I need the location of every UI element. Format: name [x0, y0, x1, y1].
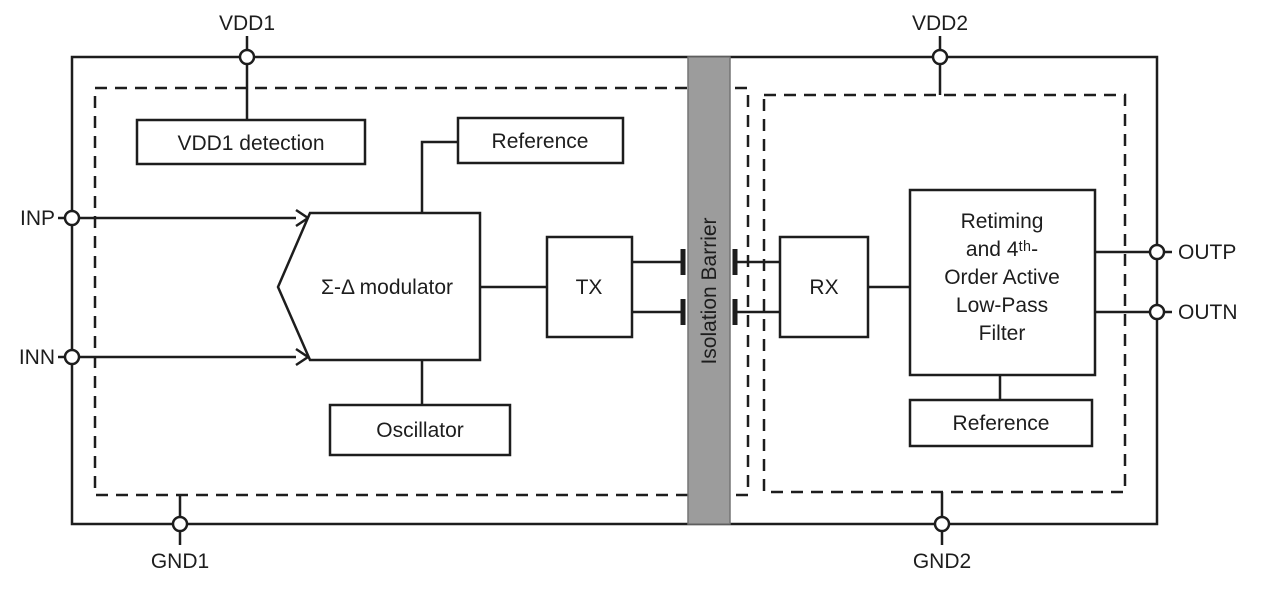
vdd1-detection-block	[135, 118, 367, 166]
pin-outp	[1148, 243, 1166, 261]
tx-label: TX	[576, 276, 603, 299]
pin-label-gnd2: GND2	[913, 550, 971, 573]
pin-gnd2	[933, 515, 951, 533]
rx-block	[778, 235, 870, 339]
isolation-barrier-bar	[687, 56, 731, 525]
wire-modulator-reference	[420, 140, 458, 213]
pin-label-outn: OUTN	[1178, 301, 1238, 324]
pin-vdd1	[238, 48, 256, 66]
right-domain-dashed-boundary	[762, 93, 1127, 494]
tx-block	[545, 235, 634, 339]
reference-left-block	[456, 116, 625, 165]
isolation-barrier-label: Isolation Barrier	[698, 217, 721, 364]
pin-outn	[1148, 303, 1166, 321]
reference-right-label: Reference	[953, 412, 1050, 435]
retiming-filter-label-line5: Filter	[979, 322, 1026, 345]
pin-label-inn: INN	[19, 346, 55, 369]
rx-label: RX	[809, 276, 838, 299]
reference-left-label: Reference	[492, 130, 589, 153]
sigma-delta-modulator-block	[276, 211, 482, 362]
pin-label-outp: OUTP	[1178, 241, 1236, 264]
pin-label-gnd1: GND1	[151, 550, 209, 573]
pin-inp	[63, 209, 81, 227]
vdd1-detection-label: VDD1 detection	[177, 132, 324, 155]
pin-vdd2	[931, 48, 949, 66]
pin-inn	[63, 348, 81, 366]
oscillator-block	[328, 403, 512, 457]
retiming-filter-label-line4: Low-Pass	[956, 294, 1048, 317]
pin-gnd1	[171, 515, 189, 533]
retiming-filter-label-line2: and 4ᵗʰ-	[966, 238, 1038, 261]
oscillator-label: Oscillator	[376, 419, 464, 442]
reference-right-block	[908, 398, 1094, 448]
retiming-filter-label-line3: Order Active	[944, 266, 1060, 289]
sigma-delta-modulator-label: Σ-Δ modulator	[321, 276, 453, 299]
chip-outline	[70, 55, 1159, 526]
pin-label-inp: INP	[20, 207, 55, 230]
pin-label-vdd1: VDD1	[219, 12, 275, 35]
retiming-filter-block	[908, 188, 1097, 377]
pin-label-vdd2: VDD2	[912, 12, 968, 35]
left-domain-dashed-boundary	[93, 86, 750, 497]
retiming-filter-label-line1: Retiming	[961, 210, 1044, 233]
